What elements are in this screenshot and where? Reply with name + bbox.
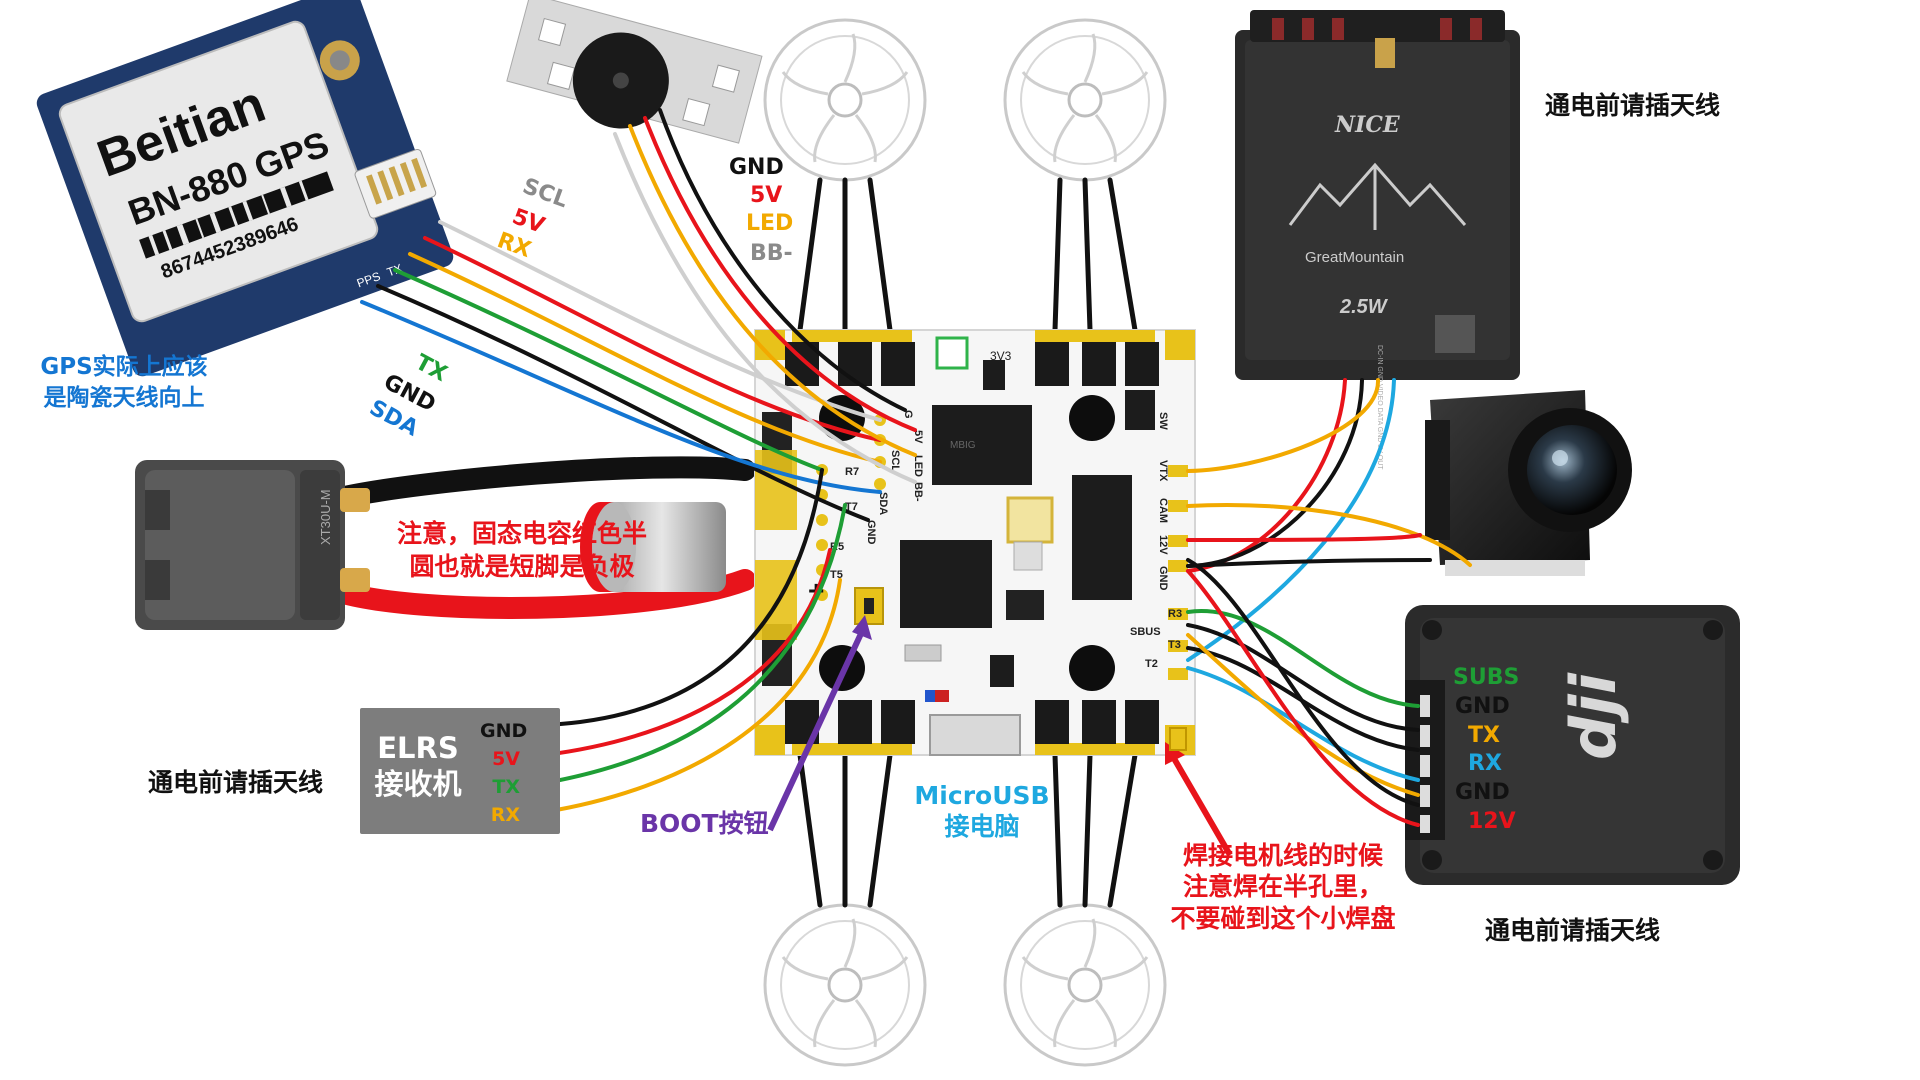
pad-r7: R7 (845, 466, 859, 478)
elrs-pin-gnd: GND (480, 720, 528, 742)
camera (1425, 390, 1632, 576)
dji-pin-rx: RX (1468, 751, 1502, 776)
elrs-receiver: ELRS 接收机 GND 5V TX RX (360, 708, 560, 834)
dji-pin-12v: 12V (1468, 809, 1516, 834)
vtx-name: GreatMountain (1305, 249, 1404, 266)
motor-bottom-left (763, 903, 927, 1067)
pad-bb: BB- (912, 482, 924, 502)
buzzer-label-gnd: GND (729, 155, 784, 180)
dji-pin-tx: TX (1468, 723, 1500, 748)
pad-cam: CAM (1157, 498, 1169, 523)
pad-t5: T5 (830, 569, 843, 581)
motor-wires (797, 177, 1138, 908)
flight-controller-board: MBIG (754, 329, 1196, 756)
elrs-wires (543, 468, 847, 814)
label-3v3: 3V3 (990, 349, 1012, 363)
micro-usb-port[interactable] (929, 714, 1021, 756)
pad-sbus: SBUS (1130, 626, 1161, 638)
dji-pin-gnd-2: GND (1455, 780, 1510, 805)
pad-gnd: GND (865, 520, 877, 545)
vtx-power: 2.5W (1339, 296, 1389, 318)
elrs-pin-rx: RX (490, 804, 520, 826)
dji-logo: dji (1557, 672, 1630, 760)
buzzer-board (506, 0, 763, 144)
osd-chip (1072, 475, 1132, 600)
buzzer-label-led: LED (746, 211, 794, 236)
pad-t3: T3 (1168, 639, 1181, 651)
pad-12v: 12V (1157, 535, 1169, 555)
pad-5v: 5V (912, 430, 924, 444)
pad-scl: SCL (889, 450, 901, 472)
capacitor (580, 502, 726, 592)
boot-button-label: BOOT按钮 (640, 809, 769, 838)
boot-arrow (767, 615, 872, 832)
motor-top-right (1003, 18, 1167, 182)
xt30-label: XT30U-M (318, 489, 333, 545)
dji-wires (1186, 558, 1420, 827)
elrs-title: ELRS 接收机 (374, 731, 462, 802)
elrs-pin-tx: TX (492, 776, 520, 798)
camera-wires (1186, 502, 1472, 568)
solder-pad-highlight (1169, 727, 1187, 751)
motor-bottom-right (1003, 903, 1167, 1067)
dji-air-unit: dji (1405, 605, 1740, 885)
chip-label: MBIG (950, 440, 976, 451)
vtx-antenna-note: 通电前请插天线 (1545, 91, 1721, 120)
elrs-pin-5v: 5V (492, 748, 520, 770)
micro-usb-label: MicroUSB 接电脑 (914, 781, 1050, 842)
gps-orientation-note: GPS实际上应该 是陶瓷天线向上 (40, 354, 208, 412)
dji-pin-sbus: SUBS (1453, 665, 1520, 690)
pad-r3: R3 (1168, 608, 1182, 620)
pad-sw: SW (1157, 412, 1169, 430)
motor-top-left (763, 18, 927, 182)
buzzer-label-5v: 5V (750, 183, 783, 208)
solder-note: 焊接电机线的时候 注意焊在半孔里， 不要碰到这个小焊盘 (1170, 841, 1396, 933)
pad-g: G (902, 410, 914, 419)
mcu-chip-main (900, 540, 992, 628)
solder-arrow (1165, 742, 1233, 857)
gps-module: Beitian BN-880 GPS 8674452389646 PPS TX (36, 0, 454, 377)
buzzer-label-bb: BB- (750, 241, 793, 266)
pad-gnd-r: GND (1157, 566, 1169, 591)
elrs-antenna-note: 通电前请插天线 (148, 768, 324, 797)
vtx-brand: NICE (1334, 112, 1401, 138)
capacitor-polarity-note: 注意，固态电容红色半 圆也就是短脚是负极 (396, 519, 647, 582)
pad-vtx: VTX (1157, 460, 1169, 482)
vtx-pins: DC-IN GND VIDEO DATA GND 5V-OUT (1376, 345, 1383, 470)
dji-pin-gnd-1: GND (1455, 694, 1510, 719)
pad-t2: T2 (1145, 658, 1158, 670)
mcu-chip-top (932, 405, 1032, 485)
buzzer-wires (613, 108, 917, 484)
pad-sda: SDA (877, 492, 889, 515)
dji-antenna-note: 通电前请插天线 (1485, 916, 1661, 945)
xt30-connector: XT30U-M (135, 460, 370, 630)
vtx-module: NICE GreatMountain 2.5W DC-IN GND VIDEO … (1235, 10, 1520, 470)
pad-led: LED (912, 455, 924, 477)
battery-wires (329, 456, 756, 619)
